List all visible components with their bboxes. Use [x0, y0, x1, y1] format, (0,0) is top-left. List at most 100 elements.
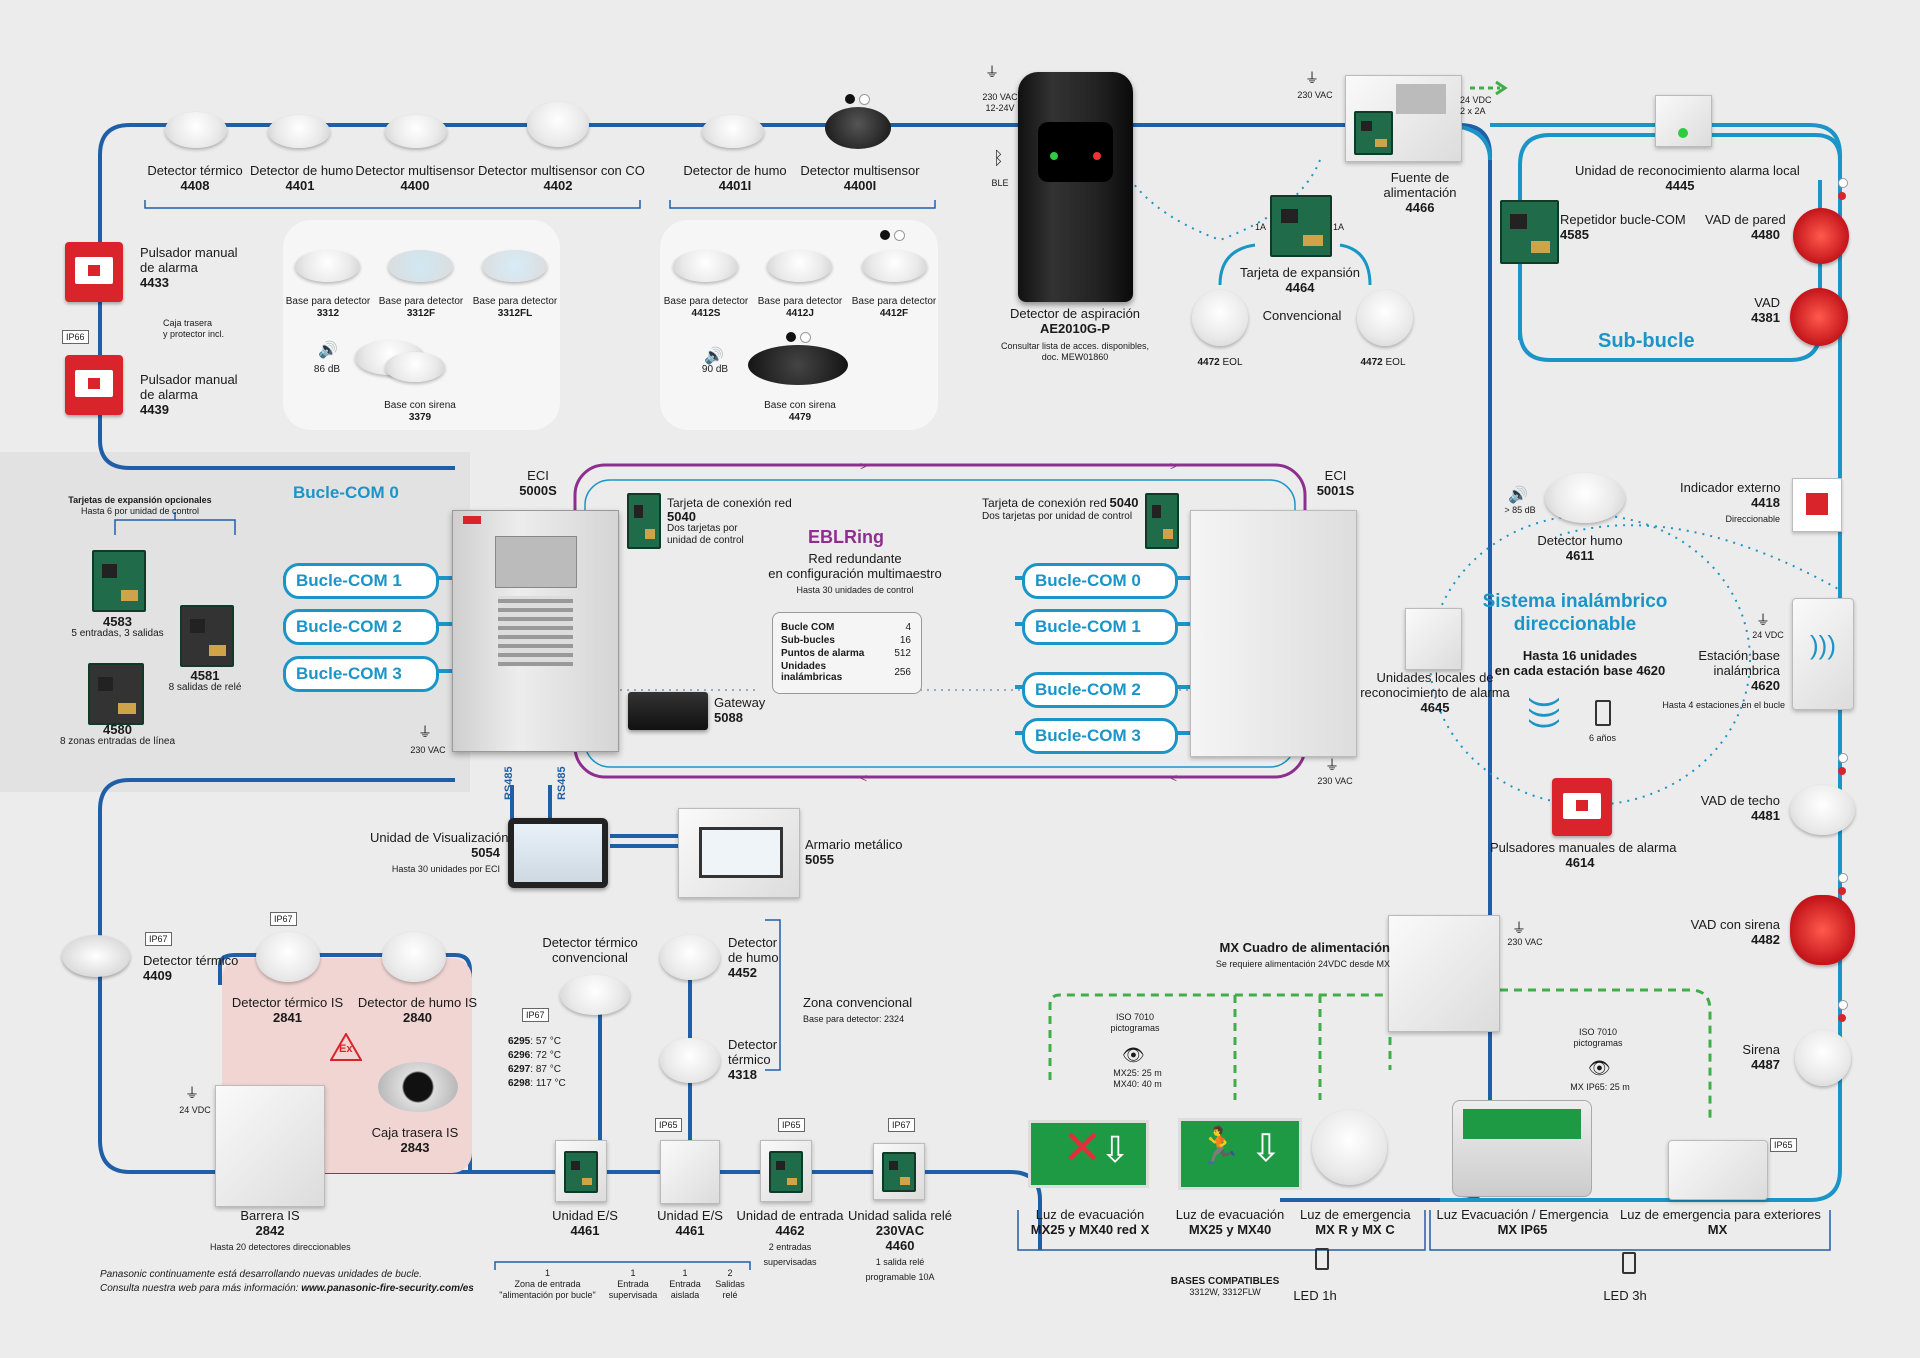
black-color-dot-icon: [786, 332, 796, 342]
expansion-1a-right: 1A: [1333, 222, 1345, 232]
eblring-title: EBLRing: [808, 527, 884, 547]
card-4583-image: [92, 550, 146, 612]
battery-icon: [1595, 700, 1611, 726]
ble-label: BLE: [991, 178, 1009, 188]
base-3312f-image: [388, 250, 453, 282]
bucle-com-1-left[interactable]: Bucle-COM 1: [283, 563, 439, 599]
ip65-badge: IP65: [655, 1118, 682, 1132]
plug-icon: ⏚: [1512, 920, 1526, 936]
bucle-com-2-left[interactable]: Bucle-COM 2: [283, 609, 439, 645]
bucle-com-0-right[interactable]: Bucle-COM 0: [1022, 563, 1178, 599]
conv-detector-image: [1192, 290, 1248, 346]
expansion-card-4464-image: [1270, 195, 1332, 257]
sub-loop-line: [1518, 133, 1842, 340]
metal-cabinet-5055-image: [678, 808, 800, 898]
conv-heat-temps: 6295: 57 °C 6296: 72 °C 6297: 87 °C 6298…: [508, 1036, 566, 1089]
aspiration-detector-image: [1018, 72, 1133, 302]
battery-icon: [1622, 1252, 1636, 1274]
svg-text:<: <: [860, 771, 867, 785]
conv-heat-detector-image: [560, 975, 630, 1015]
base-3312-image: [295, 250, 360, 282]
battery-icon: [1315, 1248, 1329, 1270]
svg-text:<: <: [1170, 771, 1177, 785]
speaker-icon: 🔊: [1508, 487, 1528, 504]
io-unit-4461-a-image: [555, 1140, 607, 1202]
bucle-com-3-left[interactable]: Bucle-COM 3: [283, 656, 439, 692]
base-4412s-image: [673, 250, 738, 282]
exit-arrow-icon: ⇩: [1100, 1129, 1131, 1170]
red-color-dot-icon: [1838, 1014, 1846, 1022]
ip65-badge: IP65: [778, 1118, 805, 1132]
vad-siren-4482-image: [1790, 895, 1855, 965]
base-4412j-image: [767, 250, 832, 282]
rs485-label-1: RS485: [503, 766, 515, 800]
rs485-label-2: RS485: [556, 766, 568, 800]
ip67-badge: IP67: [888, 1118, 915, 1132]
manual-call-point-4439-image: [65, 355, 123, 415]
wireless-smoke-db: > 85 dB: [1504, 505, 1536, 515]
black-color-dot-icon: [845, 94, 855, 104]
eci-right-power: 230 VAC: [1317, 776, 1353, 786]
eye-icon: 👁: [1122, 1045, 1145, 1065]
bucle-com-1-right[interactable]: Bucle-COM 1: [1022, 609, 1178, 645]
psu-4466-image: [1345, 75, 1462, 162]
base-3379-db: 86 dB: [313, 364, 341, 375]
wireless-ack-4645-image: [1405, 608, 1462, 670]
outdoor-emergency-light-image: [1668, 1140, 1768, 1200]
eci-5000s-panel-image: [452, 510, 619, 752]
running-man-icon: 🏃: [1197, 1125, 1242, 1166]
wifi-icon: ))): [1528, 697, 1565, 730]
base-3312fl-image: [482, 250, 547, 282]
expansion-conventional: Convencional: [1262, 308, 1342, 323]
exit-light-image: [1178, 1118, 1302, 1190]
bucle-com-3-right[interactable]: Bucle-COM 3: [1022, 718, 1178, 754]
eol-left: 4472 EOL: [1197, 357, 1243, 368]
bucle-com-2-right[interactable]: Bucle-COM 2: [1022, 672, 1178, 708]
base-3379-image-2: [385, 352, 445, 382]
led-3h-label: LED 3h: [1603, 1288, 1647, 1303]
card-4581-image: [180, 605, 234, 667]
heat-detector-4409-image: [62, 935, 130, 977]
ip65-badge: IP65: [1770, 1138, 1797, 1152]
conv-heat-4318-image: [660, 1038, 720, 1083]
white-color-dot-icon: [859, 94, 870, 105]
ip67-badge: IP67: [145, 932, 172, 946]
led-1h-label: LED 1h: [1293, 1288, 1337, 1303]
ext-indicator-4418-image: [1792, 478, 1842, 532]
atex-ex-icon: Ex: [329, 1031, 363, 1061]
exit-arrow-icon: ⇩: [1250, 1128, 1282, 1170]
base-4412f-image: [862, 250, 927, 282]
red-color-dot-icon: [1838, 192, 1846, 200]
multisensor-4400-image: [385, 115, 447, 148]
